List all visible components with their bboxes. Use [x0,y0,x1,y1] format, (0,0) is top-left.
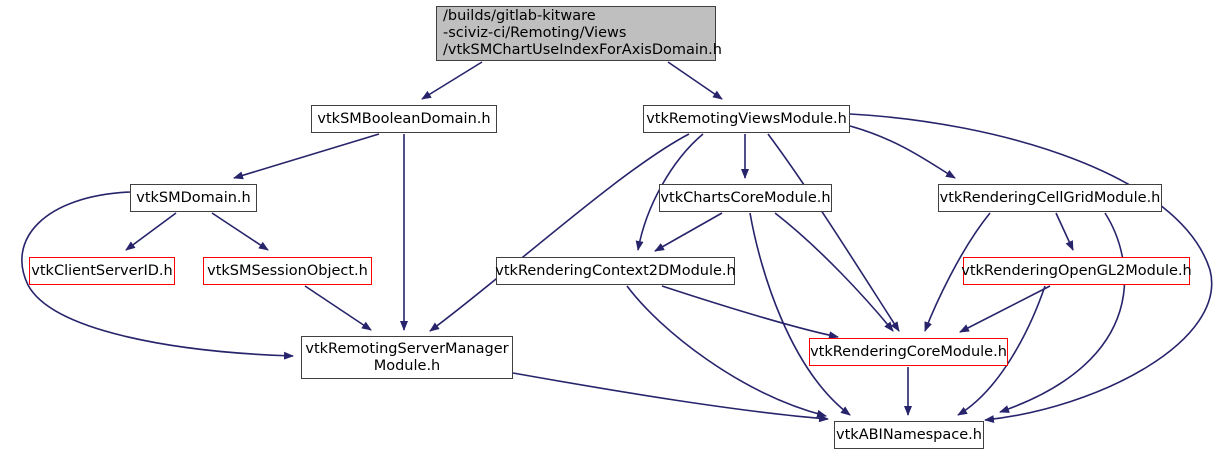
node-vtkabinamespace[interactable]: vtkABINamespace.h [834,421,984,449]
edge-servermanager-to-abinamespace [512,372,829,423]
edge-cellgrid-to-abinamespace [999,212,1126,413]
node-vtkremotingservermanagermodule[interactable]: vtkRemotingServerManager Module.h [301,336,513,379]
node-label: vtkSMBooleanDomain.h [317,110,491,127]
node-vtkremotingviewsmodule[interactable]: vtkRemotingViewsModule.h [643,105,850,133]
node-vtksmsessionobject[interactable]: vtkSMSessionObject.h [203,257,372,285]
edge-root-to-remotingviews [667,61,723,100]
node-vtkclientserverid[interactable]: vtkClientServerID.h [29,257,175,285]
edge-cellgrid-to-opengl2 [1055,212,1074,251]
node-label: vtkRenderingOpenGL2Module.h [961,262,1192,279]
node-label: vtkChartsCoreModule.h [660,189,831,206]
node-vtksmbooleandomain[interactable]: vtkSMBooleanDomain.h [311,105,497,133]
node-label: vtkSMSessionObject.h [207,262,368,279]
node-label: vtkRenderingCellGridModule.h [939,189,1161,206]
node-label: vtkSMDomain.h [136,189,251,206]
edge-root-to-booleandomain [421,61,483,100]
node-label: vtkClientServerID.h [31,262,173,279]
node-root-header[interactable]: /builds/gitlab-kitware -sciviz-ci/Remoti… [436,6,722,61]
edge-remotingviews-to-servermanager [429,133,690,332]
edge-opengl2-to-renderingcore [959,285,1051,333]
node-label: vtkRemotingViewsModule.h [646,110,847,127]
node-vtkchartscoremodule[interactable]: vtkChartsCoreModule.h [659,184,832,212]
node-label: vtkRenderingContext2DModule.h [495,262,736,279]
edge-cellgrid-to-renderingcore [924,212,991,332]
node-vtkrenderingopengl2module[interactable]: vtkRenderingOpenGL2Module.h [961,257,1192,285]
edge-opengl2-to-abinamespace [957,285,1046,416]
node-vtkrenderingcontext2dmodule[interactable]: vtkRenderingContext2DModule.h [495,257,736,285]
node-vtkrenderingcoremodule[interactable]: vtkRenderingCoreModule.h [809,338,1008,366]
edge-context2d-to-abinamespace [626,285,827,418]
node-vtksmdomain[interactable]: vtkSMDomain.h [130,184,257,212]
node-label: vtkRenderingCoreModule.h [810,343,1007,360]
edge-remotingviews-to-abinamespace [849,113,1213,424]
edge-remotingviews-to-renderingcore [767,133,900,332]
edge-chartscore-to-context2d [654,212,723,252]
edge-chartscore-to-renderingcore [774,212,894,332]
edge-context2d-to-renderingcore [661,285,839,340]
edge-smsessionobject-to-servermanager [304,285,372,331]
node-label: vtkABINamespace.h [836,426,982,443]
node-label: /builds/gitlab-kitware -sciviz-ci/Remoti… [443,8,722,58]
edge-remotingviews-to-cellgrid [849,125,956,179]
node-vtkrenderingcellgridmodule[interactable]: vtkRenderingCellGridModule.h [938,184,1162,212]
node-label: vtkRemotingServerManager Module.h [305,340,509,374]
edge-smdomain-to-smsessionobject [211,212,269,251]
edge-booleandomain-to-smdomain [233,133,380,180]
edge-smdomain-to-clientserverid [125,212,177,251]
edge-smdomain-to-servermanager [21,191,294,360]
edge-chartscore-to-abinamespace [749,212,851,416]
